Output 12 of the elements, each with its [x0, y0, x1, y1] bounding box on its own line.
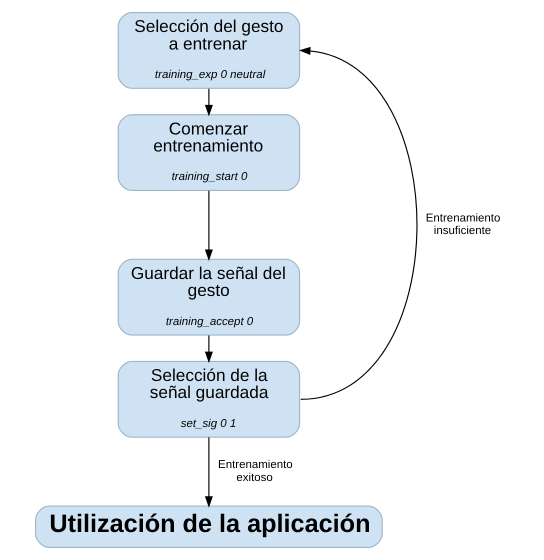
node-box: Guardar la señal del gesto training_accept 0 — [118, 258, 300, 336]
arrow — [204, 336, 213, 364]
edge-label: Entrenamiento insuficiente — [426, 212, 500, 238]
node-box: Selección del gesto a entrenar training_exp 0 neutral — [118, 12, 300, 89]
arrow — [204, 437, 213, 508]
arrow — [298, 46, 418, 400]
node-box: Utilización de la aplicación — [35, 506, 383, 548]
node-box: Selección de la señal guardada set_sig 0 1 — [118, 360, 300, 438]
arrow — [204, 190, 213, 261]
edge-label: Entrenamiento exitoso — [218, 459, 293, 484]
arrow — [204, 88, 213, 116]
node-box: Comenzar entrenamiento training_start 0 — [118, 114, 300, 192]
